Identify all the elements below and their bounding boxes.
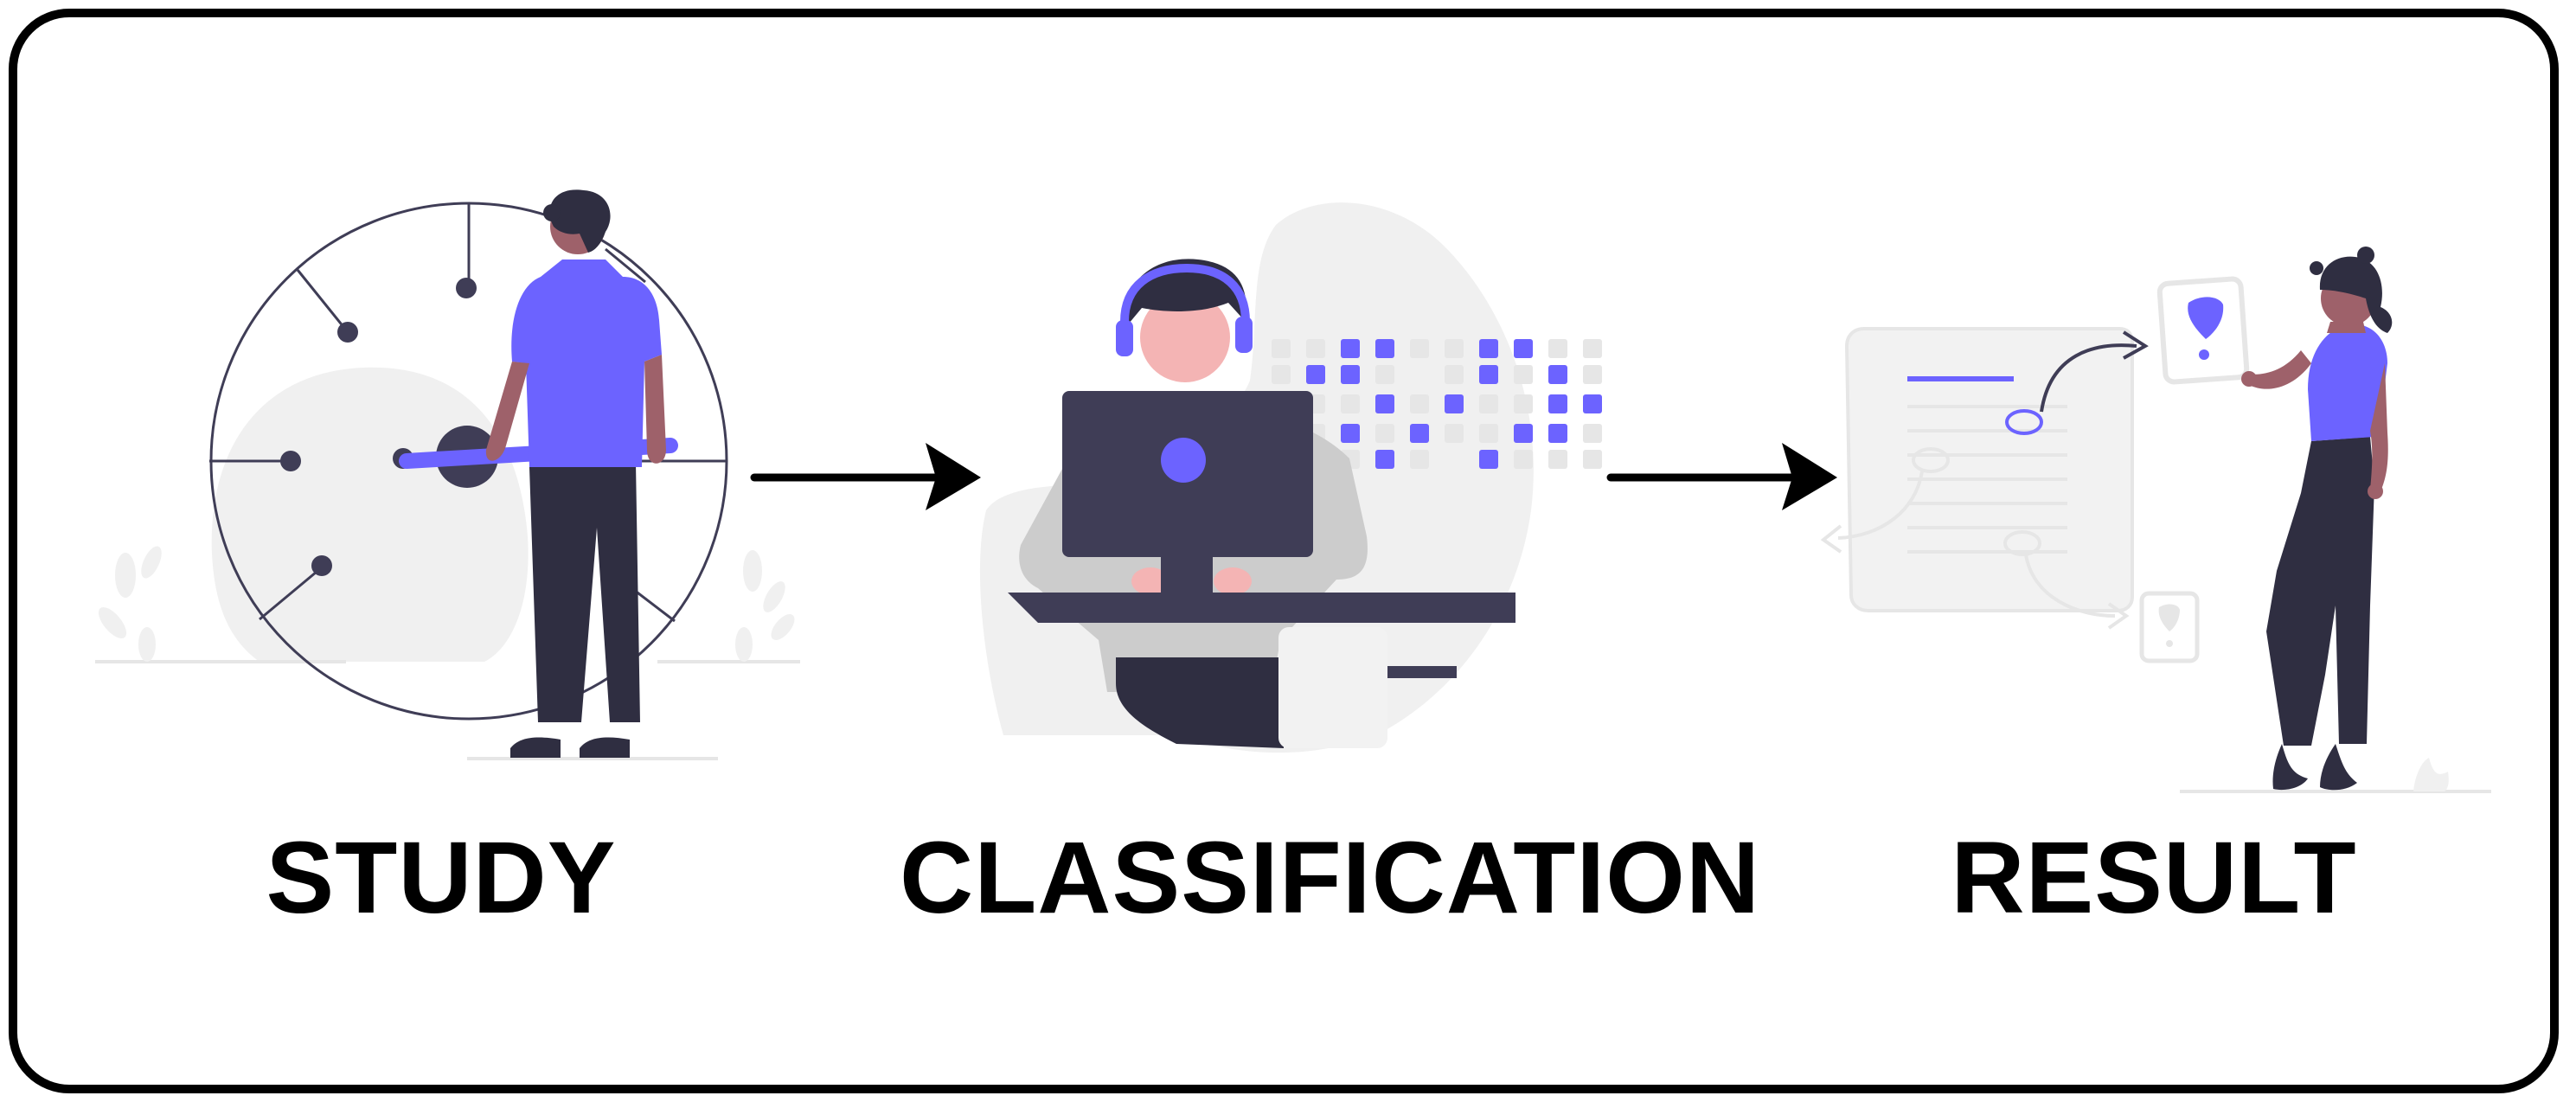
document-review-illustration [1820,247,2491,793]
arrow-icon [750,443,981,510]
step-label-study: STUDY [266,821,617,935]
arrow-icon [1606,443,1837,510]
headset-computer-illustration [979,202,1602,753]
step-label-classification: CLASSIFICATION [900,821,1761,935]
radar-person-illustration [95,189,800,760]
step-label-result: RESULT [1951,821,2357,935]
classification-grid [1272,339,1602,469]
